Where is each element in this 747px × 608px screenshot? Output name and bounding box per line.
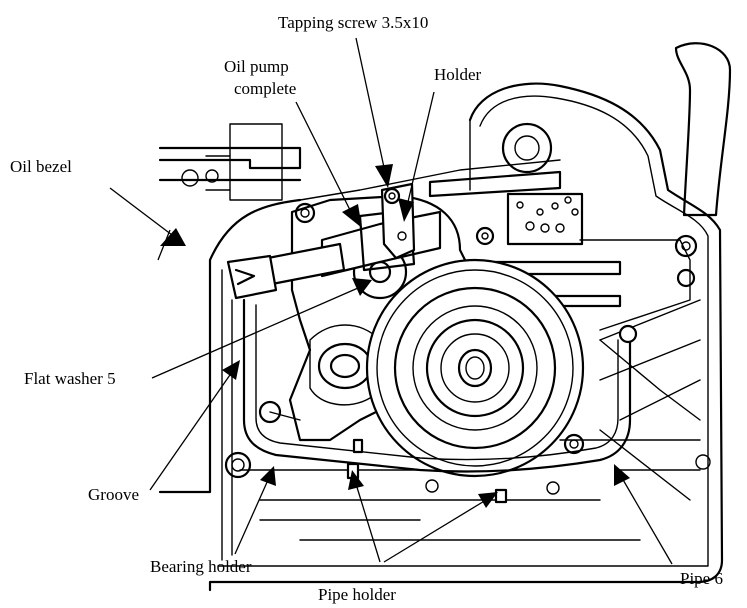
leader-flat-washer bbox=[151, 278, 372, 379]
leader-pipe-holder bbox=[348, 470, 498, 563]
housing-body bbox=[158, 82, 724, 592]
label-groove: Groove bbox=[88, 485, 139, 504]
leader-bearing-holder bbox=[234, 466, 276, 555]
rear-handle bbox=[674, 42, 732, 217]
label-pipe-6: Pipe 6 bbox=[680, 569, 723, 588]
label-tapping-screw: Tapping screw 3.5x10 bbox=[278, 13, 428, 32]
leader-holder bbox=[398, 91, 435, 222]
label-oil-pump-line2: complete bbox=[234, 79, 296, 98]
bearing-holder-screws bbox=[224, 400, 585, 479]
leader-oil-bezel bbox=[109, 187, 186, 261]
clutch-drum bbox=[365, 258, 585, 478]
label-oil-pump-line1: Oil pump bbox=[224, 57, 289, 76]
pipe-6 bbox=[242, 298, 638, 473]
label-bearing-holder: Bearing holder bbox=[150, 557, 252, 576]
label-oil-bezel: Oil bezel bbox=[10, 157, 72, 176]
label-flat-washer: Flat washer 5 bbox=[24, 369, 116, 388]
oil-hose bbox=[226, 242, 346, 300]
label-pipe-holder: Pipe holder bbox=[318, 585, 396, 604]
leader-tapping-screw bbox=[355, 37, 393, 188]
leader-groove bbox=[149, 360, 240, 491]
label-holder: Holder bbox=[434, 65, 482, 84]
leader-pipe-6 bbox=[614, 464, 673, 565]
leader-oil-pump bbox=[295, 101, 362, 228]
